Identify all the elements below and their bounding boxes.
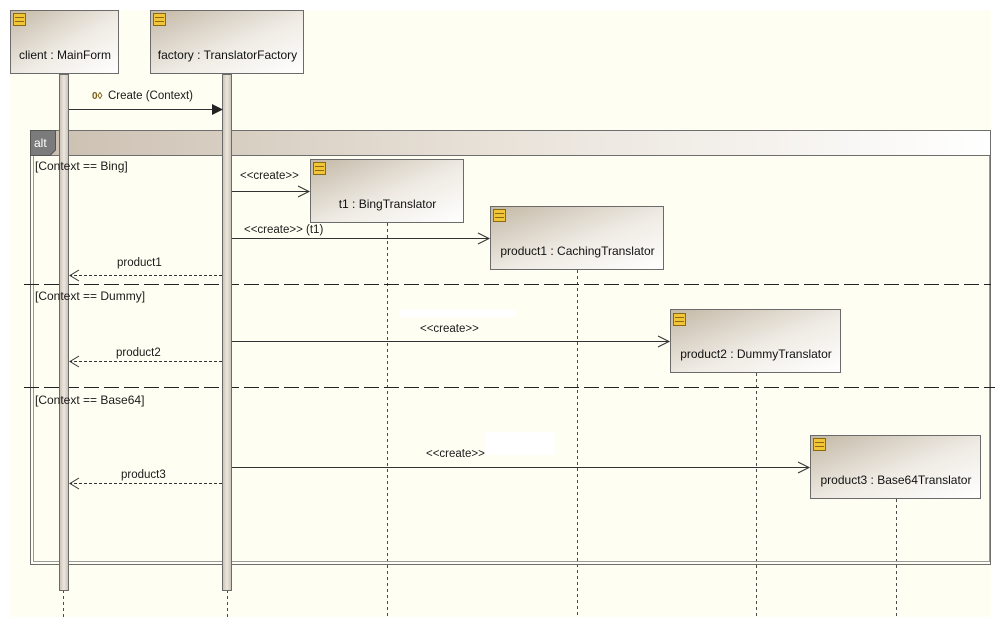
factory-object-label: factory : TranslatorFactory bbox=[157, 48, 298, 62]
product2-object-label: product2 : DummyTranslator bbox=[680, 347, 832, 361]
create-p2-label: <<create>> bbox=[420, 323, 479, 335]
product1-object-box[interactable] bbox=[490, 206, 664, 270]
object-icon bbox=[673, 313, 686, 326]
object-icon bbox=[493, 209, 506, 222]
factory-activation-bar bbox=[222, 74, 232, 591]
client-object-box[interactable] bbox=[10, 10, 119, 74]
return-product1-arrowhead bbox=[69, 269, 80, 282]
object-icon bbox=[813, 438, 826, 451]
product3-object-label: product3 : Base64Translator bbox=[820, 473, 972, 487]
t1-object-label: t1 : BingTranslator bbox=[338, 197, 437, 211]
guard-bing: [Context == Bing] bbox=[35, 159, 128, 173]
guard-base64: [Context == Base64] bbox=[35, 393, 145, 407]
create-p3-arrowhead bbox=[797, 461, 811, 474]
create-call-sequence-number: 0◊ bbox=[92, 91, 103, 102]
factory-object-box[interactable] bbox=[150, 10, 304, 74]
create-p2-arrowhead bbox=[657, 335, 671, 348]
t1-object-box[interactable] bbox=[310, 159, 464, 223]
return-product2-label: product2 bbox=[116, 347, 161, 359]
alt-fragment[interactable] bbox=[30, 130, 991, 565]
object-icon bbox=[153, 13, 166, 26]
fragment-operator-label: alt bbox=[34, 136, 47, 150]
product2-object-box[interactable] bbox=[670, 309, 841, 373]
create-t1-label: <<create>> bbox=[240, 170, 299, 182]
product3-object-box[interactable] bbox=[810, 435, 981, 499]
create-t1-arrowhead bbox=[297, 185, 311, 198]
client-activation-bar bbox=[59, 74, 69, 591]
client-object-label: client : MainForm bbox=[18, 48, 112, 62]
return-product3-label: product3 bbox=[121, 469, 166, 481]
label-background-patch bbox=[485, 432, 555, 455]
return-product1-label: product1 bbox=[117, 257, 162, 269]
return-product2-arrowhead bbox=[69, 355, 80, 368]
label-background-patch bbox=[400, 310, 516, 317]
create-p3-label: <<create>> bbox=[426, 448, 485, 460]
return-product3-arrowhead bbox=[69, 477, 80, 490]
guard-dummy: [Context == Dummy] bbox=[35, 289, 146, 303]
create-p1-label: <<create>> (t1) bbox=[244, 224, 324, 236]
create-p1-arrowhead bbox=[477, 232, 491, 245]
create-call-arrowhead bbox=[212, 104, 223, 115]
product1-object-label: product1 : CachingTranslator bbox=[500, 244, 655, 258]
object-icon bbox=[313, 162, 326, 175]
create-call-label: Create (Context) bbox=[108, 90, 194, 102]
object-icon bbox=[13, 13, 26, 26]
